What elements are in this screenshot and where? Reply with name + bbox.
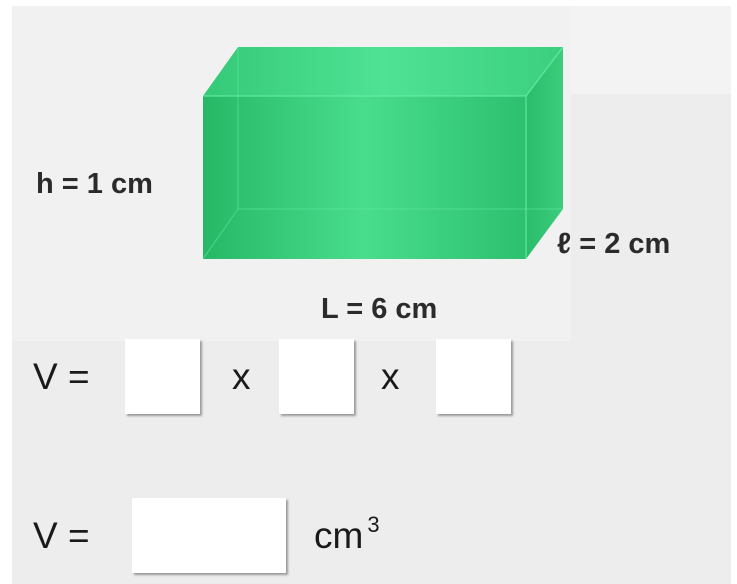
unit-exponent: 3 — [367, 512, 380, 537]
width-answer-box[interactable] — [279, 339, 354, 414]
length-label: L = 6 cm — [321, 293, 438, 325]
unit-text: cm — [314, 515, 364, 556]
height-answer-box[interactable] — [436, 339, 511, 414]
times-sign-1: x — [232, 356, 251, 397]
volume-answer-box[interactable] — [132, 498, 286, 573]
prism-front-face — [203, 96, 526, 259]
width-label: ℓ = 2 cm — [557, 228, 671, 260]
figure-area-corner — [571, 6, 731, 94]
prism-top-face — [203, 47, 563, 96]
prism-side-face — [526, 47, 563, 259]
formula-v-label: V = — [33, 356, 90, 397]
times-sign-2: x — [381, 356, 400, 397]
height-label: h = 1 cm — [36, 168, 153, 200]
result-v-label: V = — [33, 515, 90, 556]
length-answer-box[interactable] — [125, 339, 200, 414]
